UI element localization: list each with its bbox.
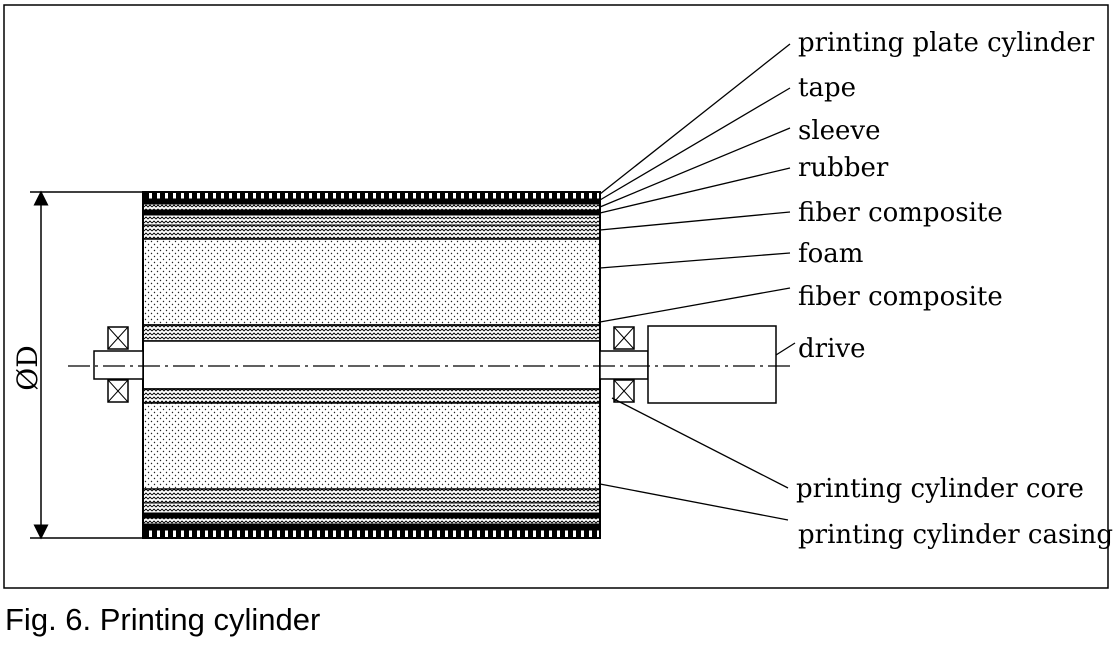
fiber-composite-inner-bottom [142,388,601,404]
right-bearing-top [613,326,635,350]
foam-layer-top [142,238,601,326]
fiber-composite-inner-top [142,324,601,342]
label-fiber-composite-inner: fiber composite [798,282,1003,312]
right-shaft-stub [599,350,649,380]
label-printing-cylinder-core: printing cylinder core [796,474,1084,504]
sleeve-layer-bottom [142,517,601,525]
label-sleeve: sleeve [798,116,881,146]
rubber-layer-bottom [143,513,600,518]
figure-caption: Fig. 6. Printing cylinder [5,602,320,637]
label-drive: drive [798,334,865,364]
left-shaft-stub [93,350,144,380]
leader-lines [599,43,796,521]
od-label: ØD [11,345,44,390]
od-dimension: ØD [11,190,142,540]
printing-plate-layer-bottom [142,529,601,539]
label-rubber: rubber [798,153,889,183]
label-printing-cylinder-casing: printing cylinder casing [798,520,1113,550]
label-printing-plate-cylinder: printing plate cylinder [798,28,1095,58]
shaft [142,340,601,390]
rubber-layer-top [143,210,600,215]
label-tape: tape [798,73,856,103]
left-bearing-top [107,326,129,350]
cylinder-body [142,191,601,539]
printing-plate-layer-top [142,191,601,200]
foam-layer-bottom [142,402,601,490]
left-bearing-bottom [107,379,129,403]
figure-frame [3,4,1109,589]
right-bearing-bottom [613,379,635,403]
fiber-composite-outer-bottom-2 [142,502,601,514]
label-fiber-composite-outer: fiber composite [798,198,1003,228]
sleeve-layer-top [142,203,601,211]
fiber-composite-outer-top [142,214,601,226]
fiber-composite-outer-top-2 [142,224,601,240]
drive-box [647,325,777,404]
fiber-composite-outer-bottom [142,488,601,504]
label-foam: foam [798,239,863,269]
tape-layer-top [143,199,600,204]
tape-layer-bottom [143,524,600,530]
